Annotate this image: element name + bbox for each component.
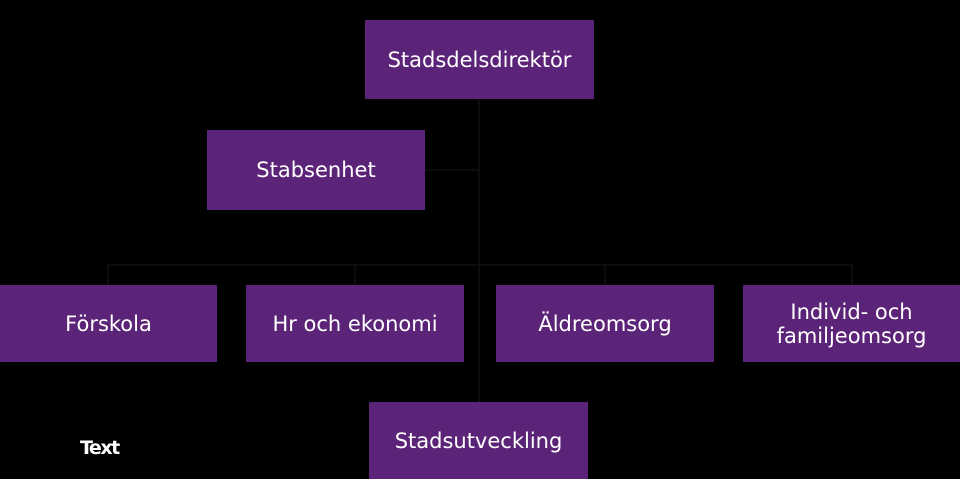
node-development-label: Stadsutveckling xyxy=(394,428,563,453)
node-department-label: Individ- och familjeomsorg xyxy=(776,299,927,348)
node-department-individ: Individ- och familjeomsorg xyxy=(743,285,960,362)
node-staff-unit: Stabsenhet xyxy=(207,130,425,210)
node-staff-unit-label: Stabsenhet xyxy=(256,158,376,182)
node-development: Stadsutveckling xyxy=(369,402,588,479)
node-director: Stadsdelsdirektör xyxy=(365,20,594,99)
node-department-forskola: Förskola xyxy=(0,285,217,362)
node-department-label: Äldreomsorg xyxy=(538,311,672,336)
node-department-aldreomsorg: Äldreomsorg xyxy=(496,285,714,362)
placeholder-text: Text xyxy=(80,437,120,459)
node-director-label: Stadsdelsdirektör xyxy=(387,47,572,72)
node-department-label: Förskola xyxy=(65,311,152,336)
node-department-hr: Hr och ekonomi xyxy=(246,285,464,362)
node-department-label: Hr och ekonomi xyxy=(272,311,438,336)
